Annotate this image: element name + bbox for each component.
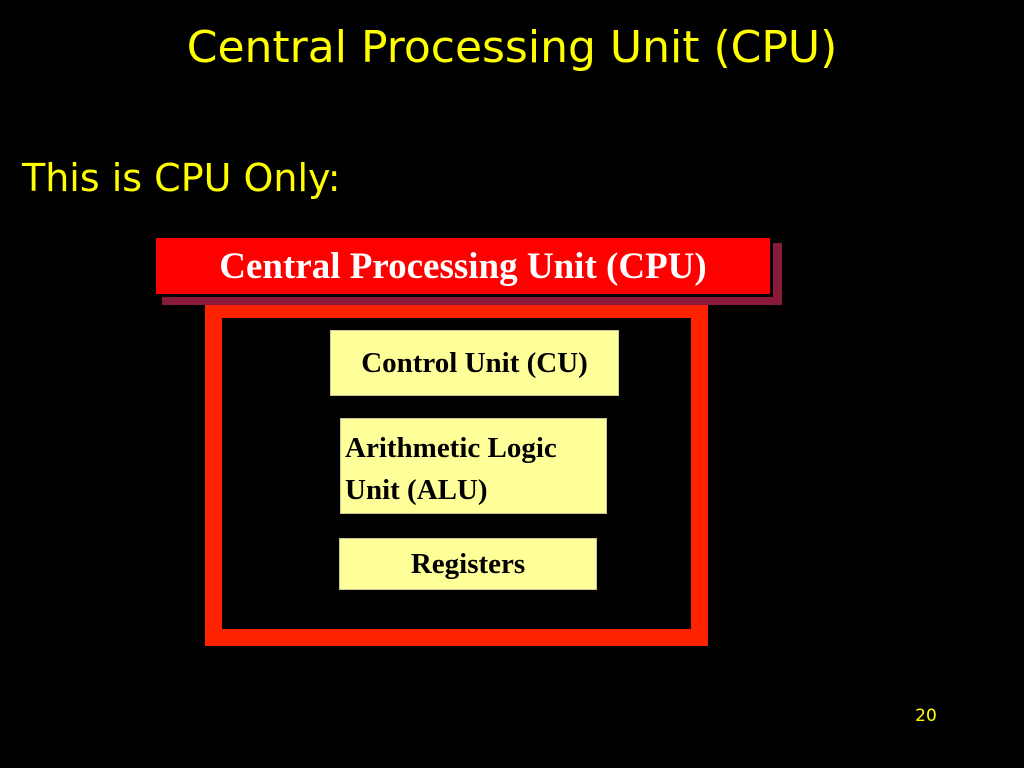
control-unit-box: Control Unit (CU) bbox=[330, 330, 619, 396]
slide-subtitle: This is CPU Only: bbox=[22, 156, 341, 200]
alu-label-line2: Unit (ALU) bbox=[345, 474, 488, 506]
cpu-header-label: Central Processing Unit (CPU) bbox=[153, 235, 773, 297]
registers-box: Registers bbox=[339, 538, 597, 590]
page-number: 20 bbox=[915, 706, 937, 726]
alu-box: Arithmetic Logic Unit (ALU) bbox=[340, 418, 607, 514]
alu-label-line1: Arithmetic Logic bbox=[345, 432, 557, 464]
slide-title: Central Processing Unit (CPU) bbox=[186, 22, 838, 73]
